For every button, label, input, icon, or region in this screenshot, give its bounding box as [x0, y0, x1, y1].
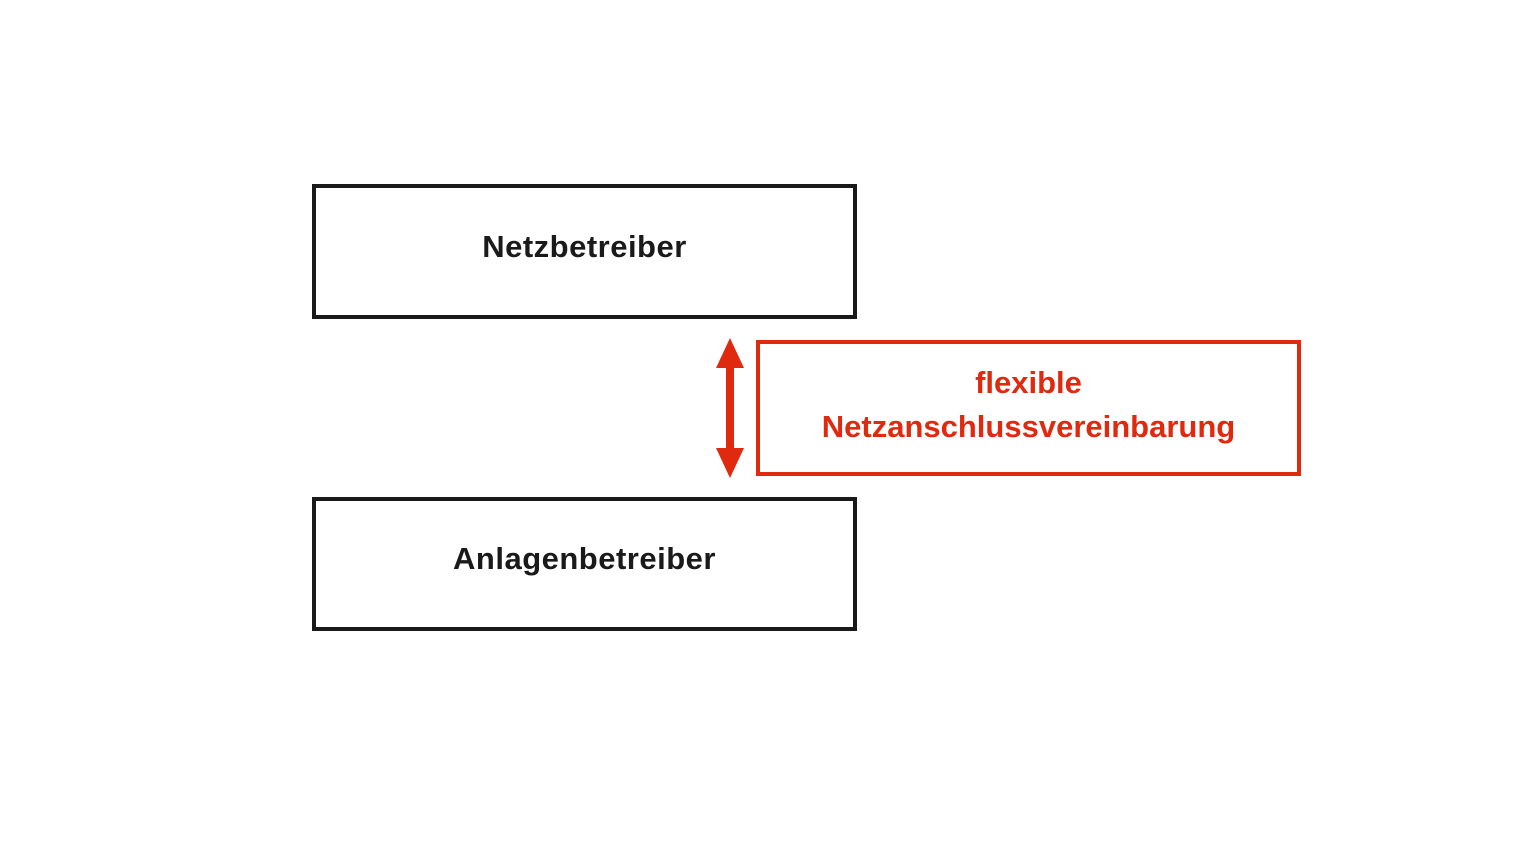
anlagenbetreiber-label: Anlagenbetreiber	[453, 541, 716, 576]
anlagenbetreiber-box: Anlagenbetreiber	[312, 497, 857, 631]
flexible-agreement-box: flexible Netzanschlussvereinbarung	[756, 340, 1301, 476]
netzbetreiber-label: Netzbetreiber	[482, 228, 687, 264]
flexible-agreement-line2: Netzanschlussvereinbarung	[821, 409, 1236, 444]
double-arrow-icon	[716, 338, 744, 478]
flexible-agreement-line1: flexible	[975, 365, 1082, 400]
flexible-agreement-label: flexible Netzanschlussvereinbarung	[822, 361, 1235, 449]
netzbetreiber-box: Netzbetreiber	[312, 184, 857, 319]
